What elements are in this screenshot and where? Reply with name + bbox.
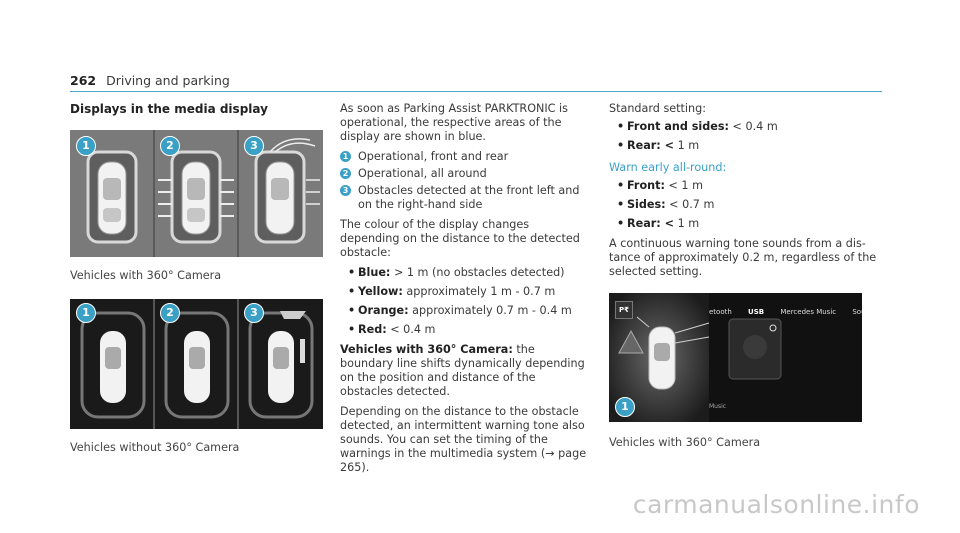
- marker-3-badge: 3: [244, 136, 264, 156]
- warn-early-title: Warn early all-round:: [609, 161, 727, 174]
- media-display-illustration: [609, 293, 862, 422]
- intro-text: As soon as Parking Assist PARKTRONIC is …: [340, 102, 568, 143]
- header-rule: [70, 91, 882, 92]
- warn-item: Front: < 1 m: [617, 179, 879, 193]
- caption-360-camera: Vehicles with 360° Camera: [70, 269, 222, 282]
- colour-intro: The colour of the display changes depend…: [340, 218, 580, 259]
- standard-setting-title: Standard setting:: [609, 102, 707, 115]
- warn-early-list: Front: < 1 m Sides: < 0.7 m Rear: < 1 m: [609, 179, 879, 231]
- parking-display-image-no-360: 1 2 3: [70, 299, 323, 429]
- column-middle: As soon as Parking Assist PARKTRONIC is …: [340, 102, 590, 481]
- standard-list: Front and sides: < 0.4 m Rear: < 1 m: [609, 120, 879, 153]
- warn-item: Sides: < 0.7 m: [617, 198, 879, 212]
- tone-paragraph: Depending on the distance to the obstacl…: [340, 405, 587, 474]
- column-left: Displays in the media display: [70, 102, 325, 455]
- section-title: Driving and parking: [106, 73, 230, 88]
- media-menu-bar: etooth USB Mercedes Music Sound: [709, 308, 862, 316]
- media-bottom-bar: Music: [709, 403, 727, 410]
- marker-2-badge: 2: [160, 303, 180, 323]
- park-button: P₹: [615, 301, 634, 319]
- marker-2-badge: 2: [160, 136, 180, 156]
- colour-item-yellow: Yellow: approximately 1 m - 0.7 m: [348, 285, 590, 299]
- colour-item-red: Red: < 0.4 m: [348, 323, 590, 337]
- caption-media-display: Vehicles with 360° Camera: [609, 436, 761, 449]
- warn-item: Rear: < 1 m: [617, 217, 879, 231]
- standard-item: Rear: < 1 m: [617, 139, 879, 153]
- watermark: carmanualsonline.info: [632, 490, 920, 519]
- column-right: Standard setting: Front and sides: < 0.4…: [609, 102, 879, 450]
- marker-1-badge: 1: [76, 303, 96, 323]
- marker-1-badge: 1: [76, 136, 96, 156]
- colour-list: Blue: > 1 m (no obstacles detected) Yell…: [340, 266, 590, 337]
- page-number: 262: [70, 73, 97, 88]
- parking-display-image-360: 1 2 3: [70, 130, 323, 257]
- marker-3-badge: 3: [244, 303, 264, 323]
- parking-display-dark-illustration: [70, 299, 323, 429]
- marker-1-badge: 1: [615, 397, 635, 417]
- media-display-screenshot: P₹ etooth USB Mercedes Music Sound Music…: [609, 293, 862, 422]
- colour-item-orange: Orange: approximately 0.7 m - 0.4 m: [348, 304, 590, 318]
- continuous-tone-text: A continuous warning tone sounds from a …: [609, 237, 877, 278]
- parking-display-illustration: [70, 130, 323, 257]
- caption-no-360-camera: Vehicles without 360° Camera: [70, 441, 240, 454]
- section-heading: Displays in the media display: [70, 102, 268, 116]
- colour-item-blue: Blue: > 1 m (no obstacles detected): [348, 266, 590, 280]
- page-header: 262 Driving and parking: [70, 73, 230, 88]
- standard-item: Front and sides: < 0.4 m: [617, 120, 879, 134]
- camera-paragraph: Vehicles with 360° Camera: the boundary …: [340, 343, 585, 398]
